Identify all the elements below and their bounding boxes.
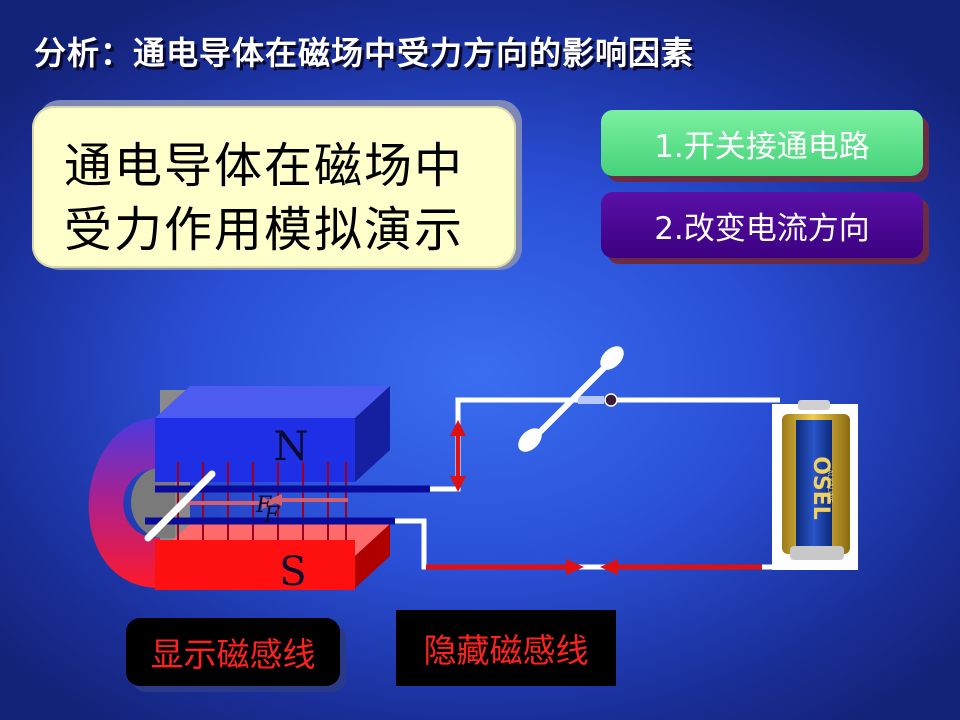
show-field-lines-button[interactable]: 显示磁感线 — [126, 618, 340, 686]
hide-field-lines-button[interactable]: 隐藏磁感线 — [396, 610, 616, 686]
magnet-u-bend — [88, 418, 160, 588]
south-pole-side — [355, 524, 390, 588]
page-title: 分析：通电导体在磁场中受力方向的影响因素 — [34, 34, 695, 72]
circuit-wires — [395, 397, 780, 570]
north-pole-top — [155, 386, 390, 418]
horseshoe-magnet — [88, 386, 390, 590]
force-arrows — [185, 494, 348, 509]
battery: OSEL ALKALINE — [772, 400, 858, 570]
knife-switch[interactable] — [514, 342, 629, 457]
demo-title-line-2: 受力作用模拟演示 — [64, 202, 465, 258]
south-pole-face — [155, 540, 355, 556]
battery-subtext: ALKALINE — [826, 469, 834, 503]
reverse-current-button[interactable]: 2.改变电流方向 — [601, 192, 923, 258]
conductor-rod[interactable] — [144, 470, 216, 542]
battery-brand: OSEL — [808, 456, 833, 520]
switch-handle-bottom — [518, 428, 542, 452]
current-indicators — [426, 420, 762, 575]
south-pole-front — [155, 556, 355, 590]
switch-contact — [604, 393, 618, 407]
demo-title-line-1: 通电导体在磁场中 — [64, 138, 465, 194]
close-switch-button[interactable]: 1.开关接通电路 — [601, 110, 923, 176]
demo-title-card: 通电导体在磁场中 受力作用模拟演示 — [32, 106, 516, 268]
south-pole-label: S — [279, 549, 306, 595]
force-label-1: F — [255, 493, 272, 518]
north-pole-front — [155, 418, 355, 482]
switch-handle-top — [600, 346, 624, 370]
north-pole-side — [355, 386, 390, 482]
force-label-2: F — [263, 503, 280, 528]
